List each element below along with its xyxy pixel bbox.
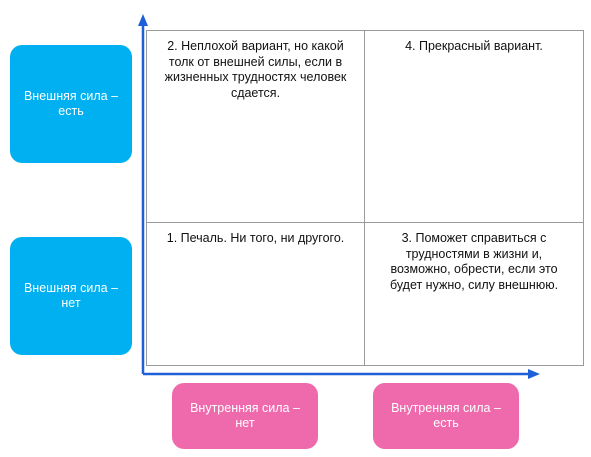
quadrant-grid: 2. Неплохой вариант, но какой толк от вн… bbox=[146, 30, 584, 366]
quadrant-bottom-left: 1. Печаль. Ни того, ни другого. bbox=[147, 223, 365, 365]
quadrant-top-right: 4. Прекрасный вариант. bbox=[365, 31, 583, 223]
internal-force-yes-text: Внутренняя сила – есть bbox=[391, 401, 501, 430]
quadrant-bottom-right-text: 3. Поможет справиться с трудностями в жи… bbox=[389, 231, 559, 292]
internal-force-yes-label: Внутренняя сила – есть bbox=[373, 383, 519, 449]
quadrant-top-right-text: 4. Прекрасный вариант. bbox=[405, 39, 543, 53]
x-axis-arrow bbox=[528, 369, 540, 379]
internal-force-no-label: Внутренняя сила – нет bbox=[172, 383, 318, 449]
internal-force-no-text: Внутренняя сила – нет bbox=[190, 401, 300, 430]
y-axis-arrow bbox=[138, 14, 148, 26]
external-force-yes-label: Внешняя сила – есть bbox=[10, 45, 132, 163]
external-force-no-label: Внешняя сила – нет bbox=[10, 237, 132, 355]
quadrant-bottom-left-text: 1. Печаль. Ни того, ни другого. bbox=[166, 231, 345, 245]
external-force-no-text: Внешняя сила – нет bbox=[23, 281, 119, 310]
quadrant-top-left-text: 2. Неплохой вариант, но какой толк от вн… bbox=[164, 39, 347, 100]
quadrant-bottom-right: 3. Поможет справиться с трудностями в жи… bbox=[365, 223, 583, 365]
external-force-yes-text: Внешняя сила – есть bbox=[23, 89, 119, 118]
quadrant-top-left: 2. Неплохой вариант, но какой толк от вн… bbox=[147, 31, 365, 223]
